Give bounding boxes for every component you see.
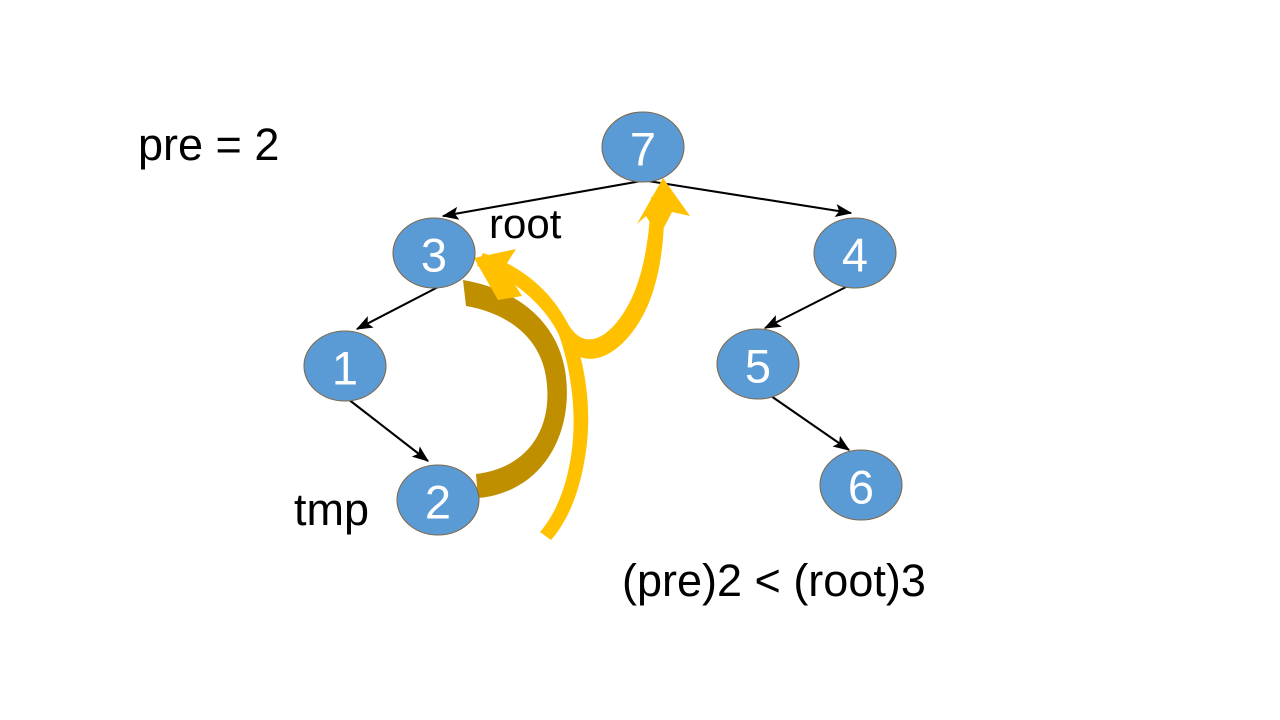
node-5-shape[interactable] xyxy=(716,328,800,400)
node-4[interactable]: 4 xyxy=(813,217,897,289)
comparison-label: (pre)2 < (root)3 xyxy=(622,555,926,606)
node-2-label: 2 xyxy=(425,476,451,529)
edge-4-to-5 xyxy=(763,285,849,329)
edge-7-to-3 xyxy=(441,179,642,220)
yellow-arrowhead-to-7 xyxy=(637,178,690,237)
node-7[interactable]: 7 xyxy=(601,111,685,183)
node-2-shape[interactable] xyxy=(396,464,480,536)
yellow-arrowhead-to-3 xyxy=(474,249,522,300)
node-6-shape[interactable] xyxy=(819,449,903,521)
node-6[interactable]: 6 xyxy=(819,449,903,521)
pre-value-label: pre = 2 xyxy=(138,119,280,170)
node-1-shape[interactable] xyxy=(303,330,387,402)
highlight-arrow-2-to-7 xyxy=(474,178,690,540)
node-4-shape[interactable] xyxy=(813,217,897,289)
tmp-pointer-label: tmp xyxy=(294,484,370,535)
yellow-curve-body xyxy=(477,196,665,359)
node-2[interactable]: 2 xyxy=(396,464,480,536)
node-1[interactable]: 1 xyxy=(303,330,387,402)
node-3-label: 3 xyxy=(421,229,447,282)
node-5-label: 5 xyxy=(745,340,771,393)
tree-nodes: 7 3 4 1 5 2 6 xyxy=(303,111,903,536)
root-pointer-label: root xyxy=(489,200,562,247)
node-7-shape[interactable] xyxy=(601,111,685,183)
highlight-arrow-2-to-3 xyxy=(463,280,567,498)
edge-7-to-4 xyxy=(647,179,853,218)
edge-1-to-2 xyxy=(347,398,429,462)
yellow-curve-tail xyxy=(540,330,589,540)
node-7-label: 7 xyxy=(630,123,656,176)
node-3-shape[interactable] xyxy=(392,217,476,289)
node-6-label: 6 xyxy=(848,461,874,514)
edge-5-to-6 xyxy=(770,395,851,451)
node-4-label: 4 xyxy=(842,229,868,282)
node-5[interactable]: 5 xyxy=(716,328,800,400)
tree-edges xyxy=(347,179,853,462)
gold-curve-body xyxy=(463,280,567,498)
node-3[interactable]: 3 xyxy=(392,217,476,289)
edge-3-to-1 xyxy=(355,284,443,330)
node-1-label: 1 xyxy=(332,342,358,395)
